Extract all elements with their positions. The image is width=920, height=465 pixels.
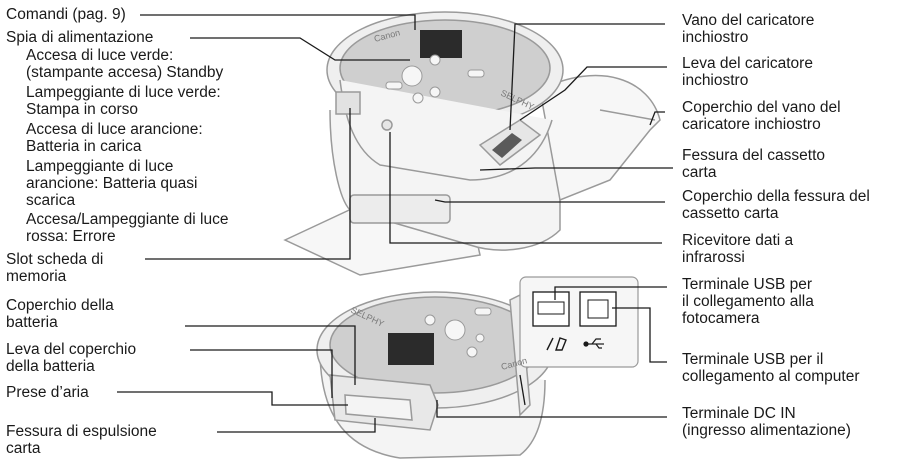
label-fessura-cassetto: Fessura del cassetto carta (682, 147, 826, 181)
leader-usb-camera (554, 286, 667, 300)
leader-vano (509, 23, 665, 131)
label-coperchio-batteria: Coperchio della batteria (6, 297, 114, 331)
label-spia-state-3: Accesa di luce arancione: Batteria in ca… (26, 121, 203, 155)
usb-icon (583, 338, 604, 349)
leader-slot (145, 108, 351, 260)
leader-leva-coperchio (190, 349, 333, 398)
label-coperchio-vano: Coperchio del vano del caricatore inchio… (682, 99, 841, 133)
bottom-printer-drawing (316, 291, 554, 459)
bottom-printer-details (388, 307, 492, 365)
label-usb-computer: Terminale USB per il collegamento al com… (682, 351, 860, 385)
ports-inset (519, 276, 639, 368)
leader-ricevitore (389, 132, 662, 244)
label-prese-aria: Prese d’aria (6, 384, 89, 401)
leader-coperchio-batteria (185, 325, 356, 385)
leader-comandi (140, 14, 416, 30)
label-spia-state-1: Accesa di luce verde: (stampante accesa)… (26, 47, 224, 81)
leader-usb-computer (612, 307, 667, 363)
top-printer-drawing (283, 11, 661, 276)
label-coperchio-fessura: Coperchio della fessura del cassetto car… (682, 188, 870, 222)
leader-leva-caricatore (519, 66, 667, 121)
ink-lever (492, 133, 522, 158)
label-usb-camera: Terminale USB per il collegamento alla f… (682, 276, 814, 327)
dpad-controls (385, 54, 485, 104)
leader-dc-in (436, 400, 667, 418)
pictbridge-icon (546, 337, 567, 351)
label-spia-state-2: Lampeggiante di luce verde: Stampa in co… (26, 84, 221, 118)
leader-spia (190, 37, 410, 61)
leader-coperchio-fessura (434, 199, 665, 203)
leader-fessura-cassetto (479, 167, 673, 171)
leader-dc-in-2 (519, 374, 526, 406)
label-comandi: Comandi (pag. 9) (6, 6, 126, 23)
label-dc-in: Terminale DC IN (ingresso alimentazione) (682, 405, 851, 439)
leader-coperchio-vano (649, 111, 665, 126)
label-ricevitore: Ricevitore dati a infrarossi (682, 232, 794, 266)
bottom-dpad (424, 307, 492, 358)
lcd-screen (420, 30, 462, 58)
top-printer-details (385, 30, 522, 158)
leader-prese-aria (117, 391, 348, 406)
bottom-lcd-screen (388, 333, 434, 365)
label-spia: Spia di alimentazione (6, 29, 154, 46)
label-leva-coperchio: Leva del coperchio della batteria (6, 341, 137, 375)
label-fessura-espulsione: Fessura di espulsione carta (6, 423, 157, 457)
label-leva-caricatore: Leva del caricatore inchiostro (682, 55, 813, 89)
label-slot: Slot scheda di memoria (6, 251, 104, 285)
leader-fessura-espulsione (217, 418, 376, 433)
label-spia-state-4: Lampeggiante di luce arancione: Batteria… (26, 158, 198, 209)
leader-lines (117, 14, 673, 433)
label-spia-state-5: Accesa/Lampeggiante di luce rossa: Error… (26, 211, 229, 245)
label-vano: Vano del caricatore inchiostro (682, 12, 815, 46)
